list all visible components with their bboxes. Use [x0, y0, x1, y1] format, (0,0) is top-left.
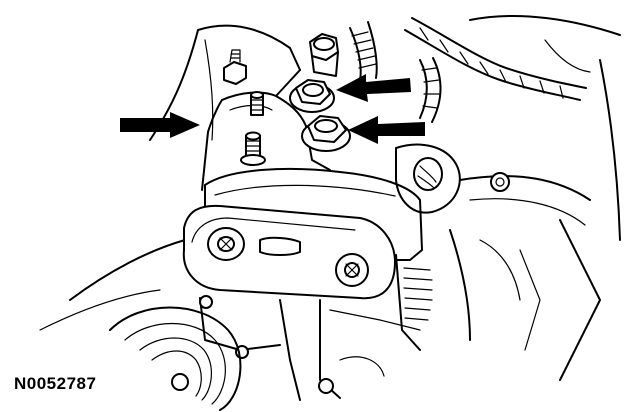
callout-arrow-left [120, 112, 200, 138]
wiring-harness [349, 17, 587, 123]
lower-housing [199, 254, 433, 401]
lower-stud [240, 131, 266, 166]
flange-nut-upper [289, 79, 335, 113]
mount-bracket-upper [201, 69, 331, 191]
engine-block-outline [39, 15, 621, 381]
stud-bolt-left [223, 49, 247, 85]
callout-arrow-upper-right [336, 74, 411, 102]
upper-stud [250, 91, 264, 116]
flange-nut-lower [301, 115, 351, 152]
pulley [109, 306, 242, 411]
figure-reference-code: N0052787 [14, 374, 97, 393]
callout-arrow-lower-right [348, 116, 425, 144]
mount-bracket-lower [182, 204, 396, 300]
upper-bolt [309, 33, 339, 77]
